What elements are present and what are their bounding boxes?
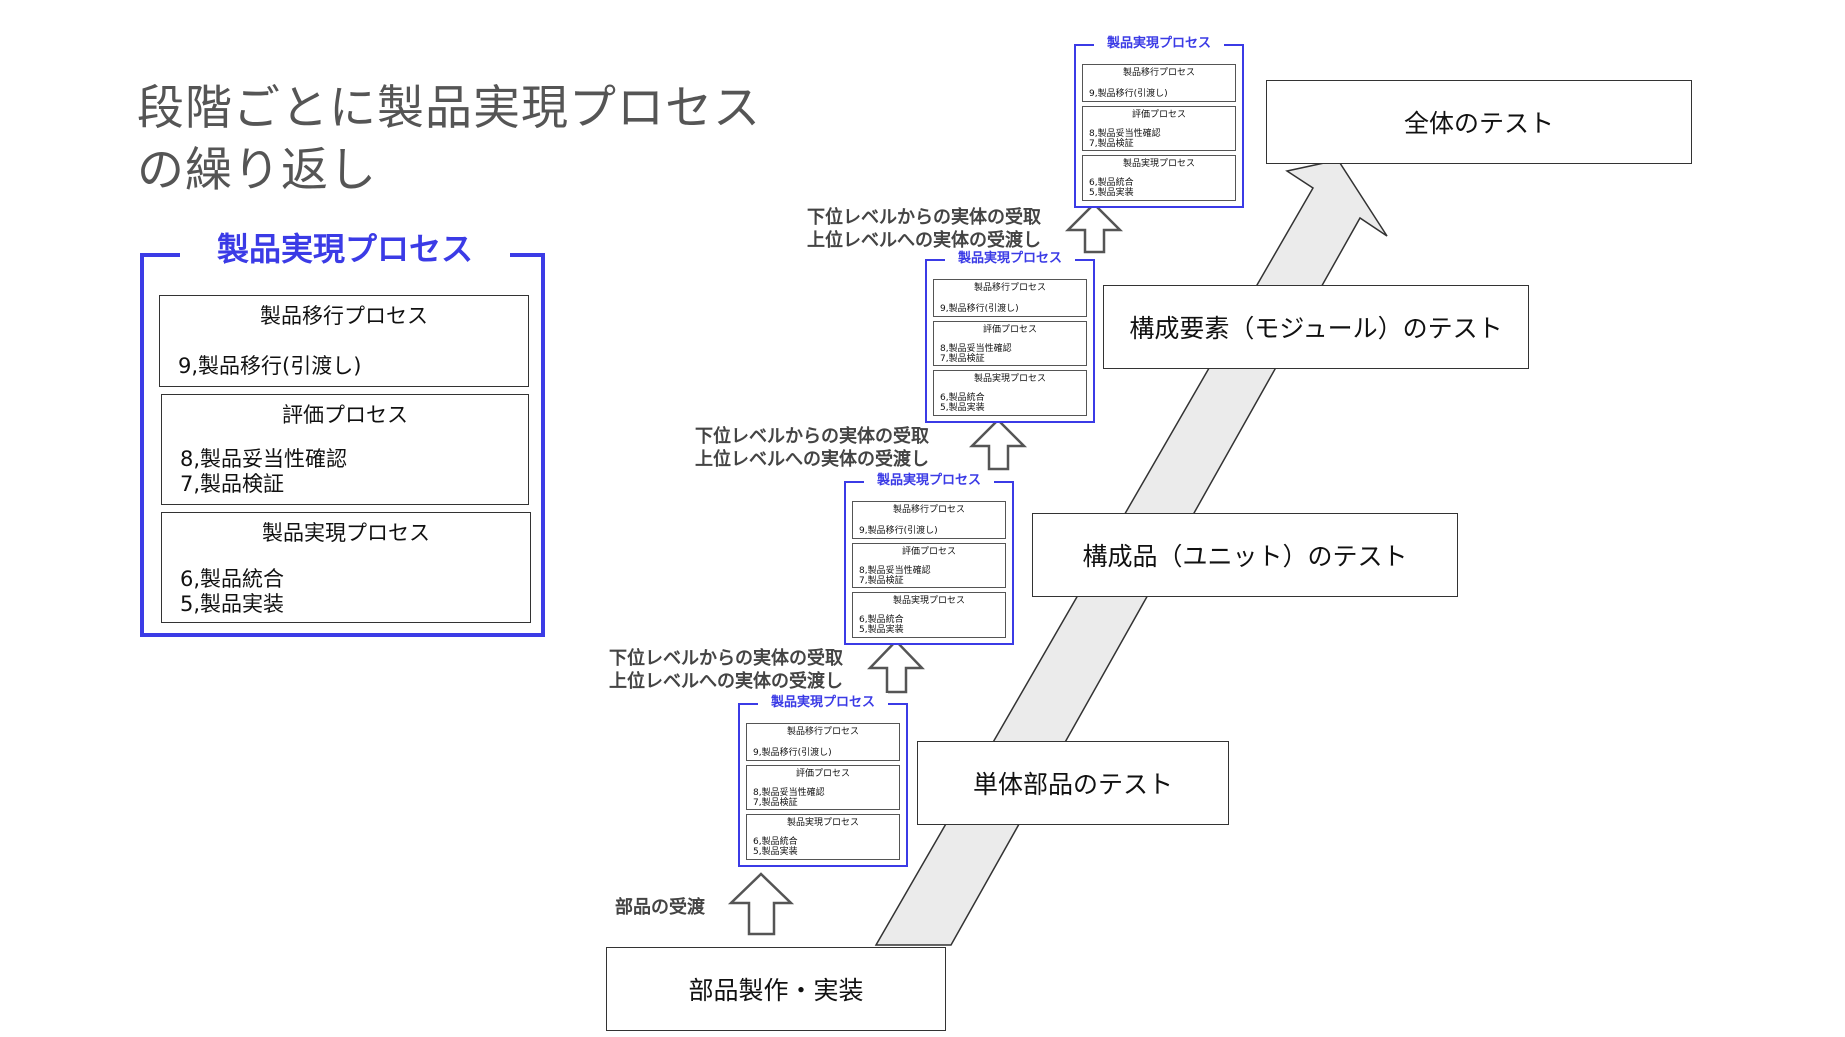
legend-evaluation-head: 評価プロセス [282, 403, 408, 427]
mini-process-title: 製品実現プロセス [758, 693, 888, 713]
mini-evaluation-box: 評価プロセス 8,製品妥当性確認 7,製品検証 [746, 765, 900, 810]
mini-realization-box: 製品実現プロセス 6,製品統合 5,製品実装 [852, 592, 1006, 638]
mini-transition-head: 製品移行プロセス [1122, 68, 1195, 78]
mini-realization-lines: 6,製品統合 5,製品実装 [1089, 178, 1134, 198]
mini-transition-box: 製品移行プロセス 9,製品移行(引渡し) [746, 723, 900, 761]
mini-process-title: 製品実現プロセス [864, 471, 994, 491]
mini-realization-box: 製品実現プロセス 6,製品統合 5,製品実装 [1082, 155, 1236, 201]
mini-transition-head: 製品移行プロセス [973, 283, 1046, 293]
mini-process-level2: 製品実現プロセス 製品移行プロセス 9,製品移行(引渡し) 評価プロセス 8,製… [844, 471, 1014, 645]
mini-transition-lines: 9,製品移行(引渡し) [859, 526, 938, 536]
mini-realization-box: 製品実現プロセス 6,製品統合 5,製品実装 [933, 370, 1087, 416]
mini-transition-head: 製品移行プロセス [892, 505, 965, 515]
legend-realization-head: 製品実現プロセス [262, 521, 430, 545]
test-box-parts-build: 部品製作・実装 [606, 947, 946, 1031]
legend-realization-lines: 6,製品統合 5,製品実装 [180, 567, 285, 616]
mini-evaluation-box: 評価プロセス 8,製品妥当性確認 7,製品検証 [1082, 106, 1236, 151]
page-title: 段階ごとに製品実現プロセス の繰り返し [137, 81, 761, 198]
handover-label-level3: 下位レベルからの実体の受取 上位レベルへの実体の受渡し [695, 426, 929, 470]
handover-label-first: 部品の受渡 [615, 897, 705, 918]
mini-realization-lines: 6,製品統合 5,製品実装 [940, 393, 985, 413]
mini-realization-lines: 6,製品統合 5,製品実装 [753, 837, 798, 857]
handover-label-level2: 下位レベルからの実体の受取 上位レベルへの実体の受渡し [609, 648, 843, 692]
legend-transition-lines: 9,製品移行(引渡し) [178, 354, 362, 378]
mini-process-level4: 製品実現プロセス 製品移行プロセス 9,製品移行(引渡し) 評価プロセス 8,製… [1074, 34, 1244, 208]
handover-label-level4: 下位レベルからの実体の受取 上位レベルへの実体の受渡し [807, 207, 1041, 251]
mini-evaluation-box: 評価プロセス 8,製品妥当性確認 7,製品検証 [852, 543, 1006, 588]
legend-transition-head: 製品移行プロセス [260, 304, 428, 328]
mini-realization-lines: 6,製品統合 5,製品実装 [859, 615, 904, 635]
mini-evaluation-head: 評価プロセス [901, 547, 956, 557]
mini-transition-lines: 9,製品移行(引渡し) [1089, 89, 1168, 99]
mini-realization-box: 製品実現プロセス 6,製品統合 5,製品実装 [746, 814, 900, 860]
up-arrow-4 [1064, 202, 1124, 254]
mini-transition-box: 製品移行プロセス 9,製品移行(引渡し) [852, 501, 1006, 539]
legend-transition-box: 製品移行プロセス 9,製品移行(引渡し) [159, 295, 529, 387]
mini-transition-box: 製品移行プロセス 9,製品移行(引渡し) [933, 279, 1087, 317]
test-box-level4: 全体のテスト [1266, 80, 1692, 164]
mini-transition-lines: 9,製品移行(引渡し) [753, 748, 832, 758]
mini-realization-head: 製品実現プロセス [1122, 159, 1195, 169]
legend-realization-box: 製品実現プロセス 6,製品統合 5,製品実装 [161, 512, 531, 623]
mini-realization-head: 製品実現プロセス [973, 374, 1046, 384]
mini-process-level3: 製品実現プロセス 製品移行プロセス 9,製品移行(引渡し) 評価プロセス 8,製… [925, 249, 1095, 423]
test-box-level1: 単体部品のテスト [917, 741, 1229, 825]
legend-evaluation-lines: 8,製品妥当性確認 7,製品検証 [180, 447, 348, 496]
mini-process-title: 製品実現プロセス [945, 249, 1075, 269]
mini-evaluation-lines: 8,製品妥当性確認 7,製品検証 [859, 566, 931, 586]
up-arrow-2 [867, 639, 925, 694]
mini-realization-head: 製品実現プロセス [892, 596, 965, 606]
test-box-level3: 構成要素（モジュール）のテスト [1103, 285, 1529, 369]
up-arrow-1 [727, 872, 795, 936]
mini-process-level1: 製品実現プロセス 製品移行プロセス 9,製品移行(引渡し) 評価プロセス 8,製… [738, 693, 908, 867]
mini-realization-head: 製品実現プロセス [786, 818, 859, 828]
up-arrow-3 [968, 418, 1028, 471]
mini-evaluation-head: 評価プロセス [1131, 110, 1186, 120]
legend-title: 製品実現プロセス [180, 226, 510, 272]
mini-evaluation-lines: 8,製品妥当性確認 7,製品検証 [753, 788, 825, 808]
mini-transition-head: 製品移行プロセス [786, 727, 859, 737]
mini-evaluation-head: 評価プロセス [795, 769, 850, 779]
mini-evaluation-head: 評価プロセス [982, 325, 1037, 335]
legend-process-frame: 製品移行プロセス 9,製品移行(引渡し) 評価プロセス 8,製品妥当性確認 7,… [140, 253, 545, 637]
mini-evaluation-lines: 8,製品妥当性確認 7,製品検証 [1089, 129, 1161, 149]
mini-evaluation-lines: 8,製品妥当性確認 7,製品検証 [940, 344, 1012, 364]
mini-evaluation-box: 評価プロセス 8,製品妥当性確認 7,製品検証 [933, 321, 1087, 366]
test-box-level2: 構成品（ユニット）のテスト [1032, 513, 1458, 597]
legend-evaluation-box: 評価プロセス 8,製品妥当性確認 7,製品検証 [161, 394, 529, 505]
mini-transition-lines: 9,製品移行(引渡し) [940, 304, 1019, 314]
mini-transition-box: 製品移行プロセス 9,製品移行(引渡し) [1082, 64, 1236, 102]
mini-process-title: 製品実現プロセス [1094, 34, 1224, 54]
